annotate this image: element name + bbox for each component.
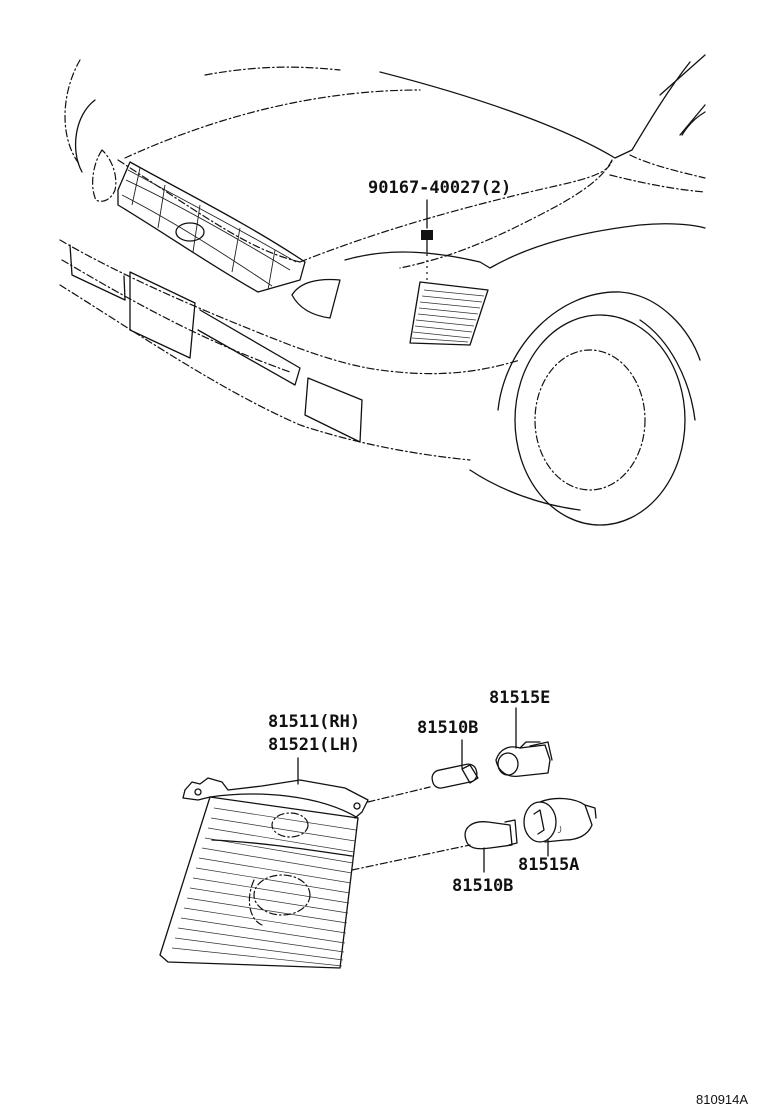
callout-socket-lower: 81515A xyxy=(518,855,579,875)
callout-bolt: 90167-40027(2) xyxy=(368,178,511,198)
callout-bulb-lower: 81510B xyxy=(452,876,513,896)
car-front-illustration xyxy=(59,54,706,526)
corner-lamp-assembly xyxy=(159,777,369,969)
bulb-81510b-upper xyxy=(431,763,479,789)
bulb-81510b-lower xyxy=(464,819,518,850)
leader-lines xyxy=(297,707,549,873)
callout-bulb-upper: 81510B xyxy=(417,718,478,738)
socket-81515a xyxy=(523,797,597,843)
bolt-90167-40027 xyxy=(421,199,433,282)
diagram-id: 810914A xyxy=(696,1092,748,1107)
callout-lamp-rh: 81511(RH) xyxy=(268,712,360,732)
fender-side-lamp xyxy=(409,281,489,346)
callout-socket-upper: 81515E xyxy=(489,688,550,708)
callout-lamp-lh: 81521(LH) xyxy=(268,735,360,755)
socket-81515e xyxy=(495,741,553,778)
